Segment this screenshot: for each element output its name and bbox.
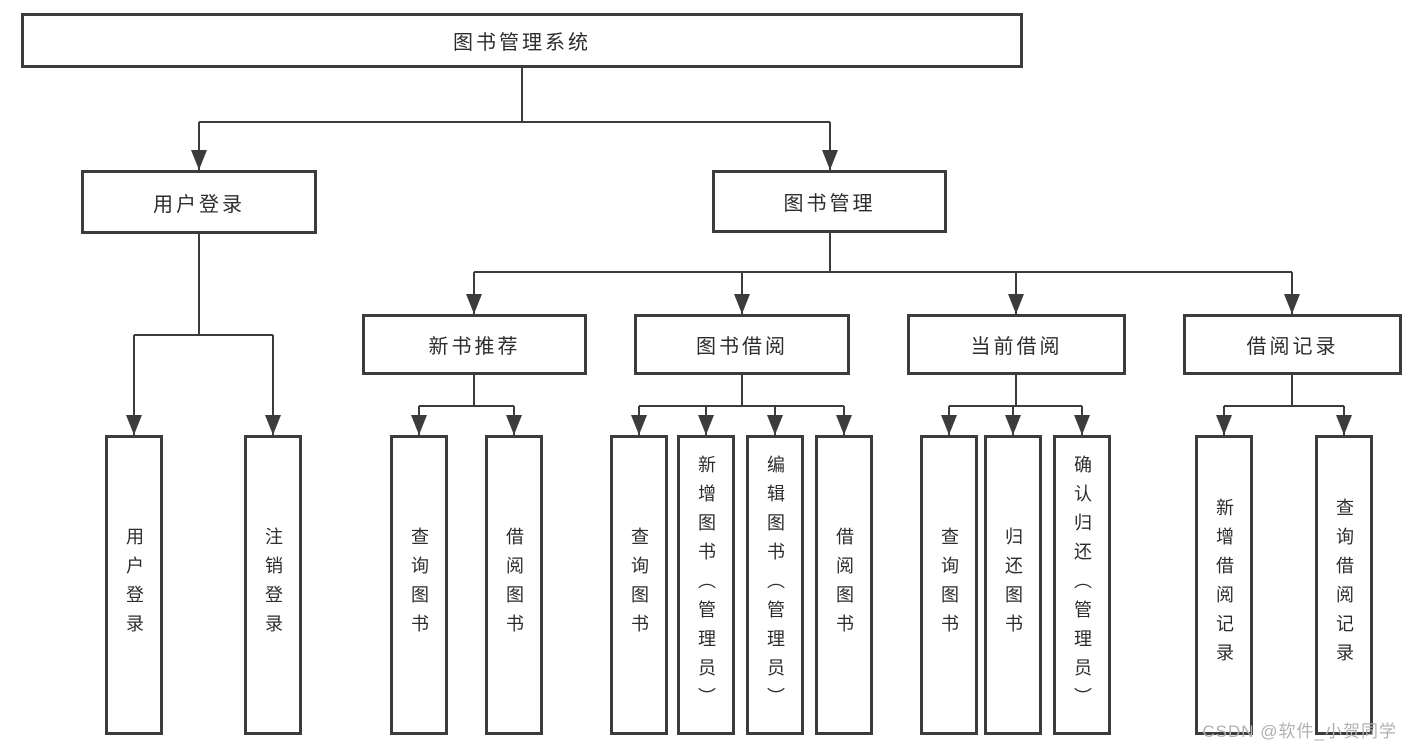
node-borrowing-records: 借阅记录 xyxy=(1183,314,1402,375)
node-library-management-system: 图书管理系统 xyxy=(21,13,1023,68)
node-borrow-books-new: 借阅图书 xyxy=(485,435,543,735)
node-query-borrow-record: 查询借阅记录 xyxy=(1315,435,1373,735)
csdn-watermark: CSDN @软件_小贺同学 xyxy=(1202,722,1397,741)
node-query-books-current: 查询图书 xyxy=(920,435,978,735)
connector-group xyxy=(126,68,1352,435)
node-add-borrow-record: 新增借阅记录 xyxy=(1195,435,1253,735)
node-query-books-borrowing: 查询图书 xyxy=(610,435,668,735)
node-new-book-recommendation: 新书推荐 xyxy=(362,314,587,375)
node-query-books-new: 查询图书 xyxy=(390,435,448,735)
node-borrow-books-borrowing: 借阅图书 xyxy=(815,435,873,735)
node-return-book: 归还图书 xyxy=(984,435,1042,735)
node-book-management: 图书管理 xyxy=(712,170,947,233)
node-user-login-module: 用户登录 xyxy=(81,170,317,234)
node-book-borrowing: 图书借阅 xyxy=(634,314,850,375)
node-edit-book-admin: 编辑图书（管理员） xyxy=(746,435,804,735)
node-confirm-return-admin: 确认归还（管理员） xyxy=(1053,435,1111,735)
node-add-book-admin: 新增图书（管理员） xyxy=(677,435,735,735)
node-logout: 注销登录 xyxy=(244,435,302,735)
node-current-borrowing: 当前借阅 xyxy=(907,314,1126,375)
node-user-login-action: 用户登录 xyxy=(105,435,163,735)
